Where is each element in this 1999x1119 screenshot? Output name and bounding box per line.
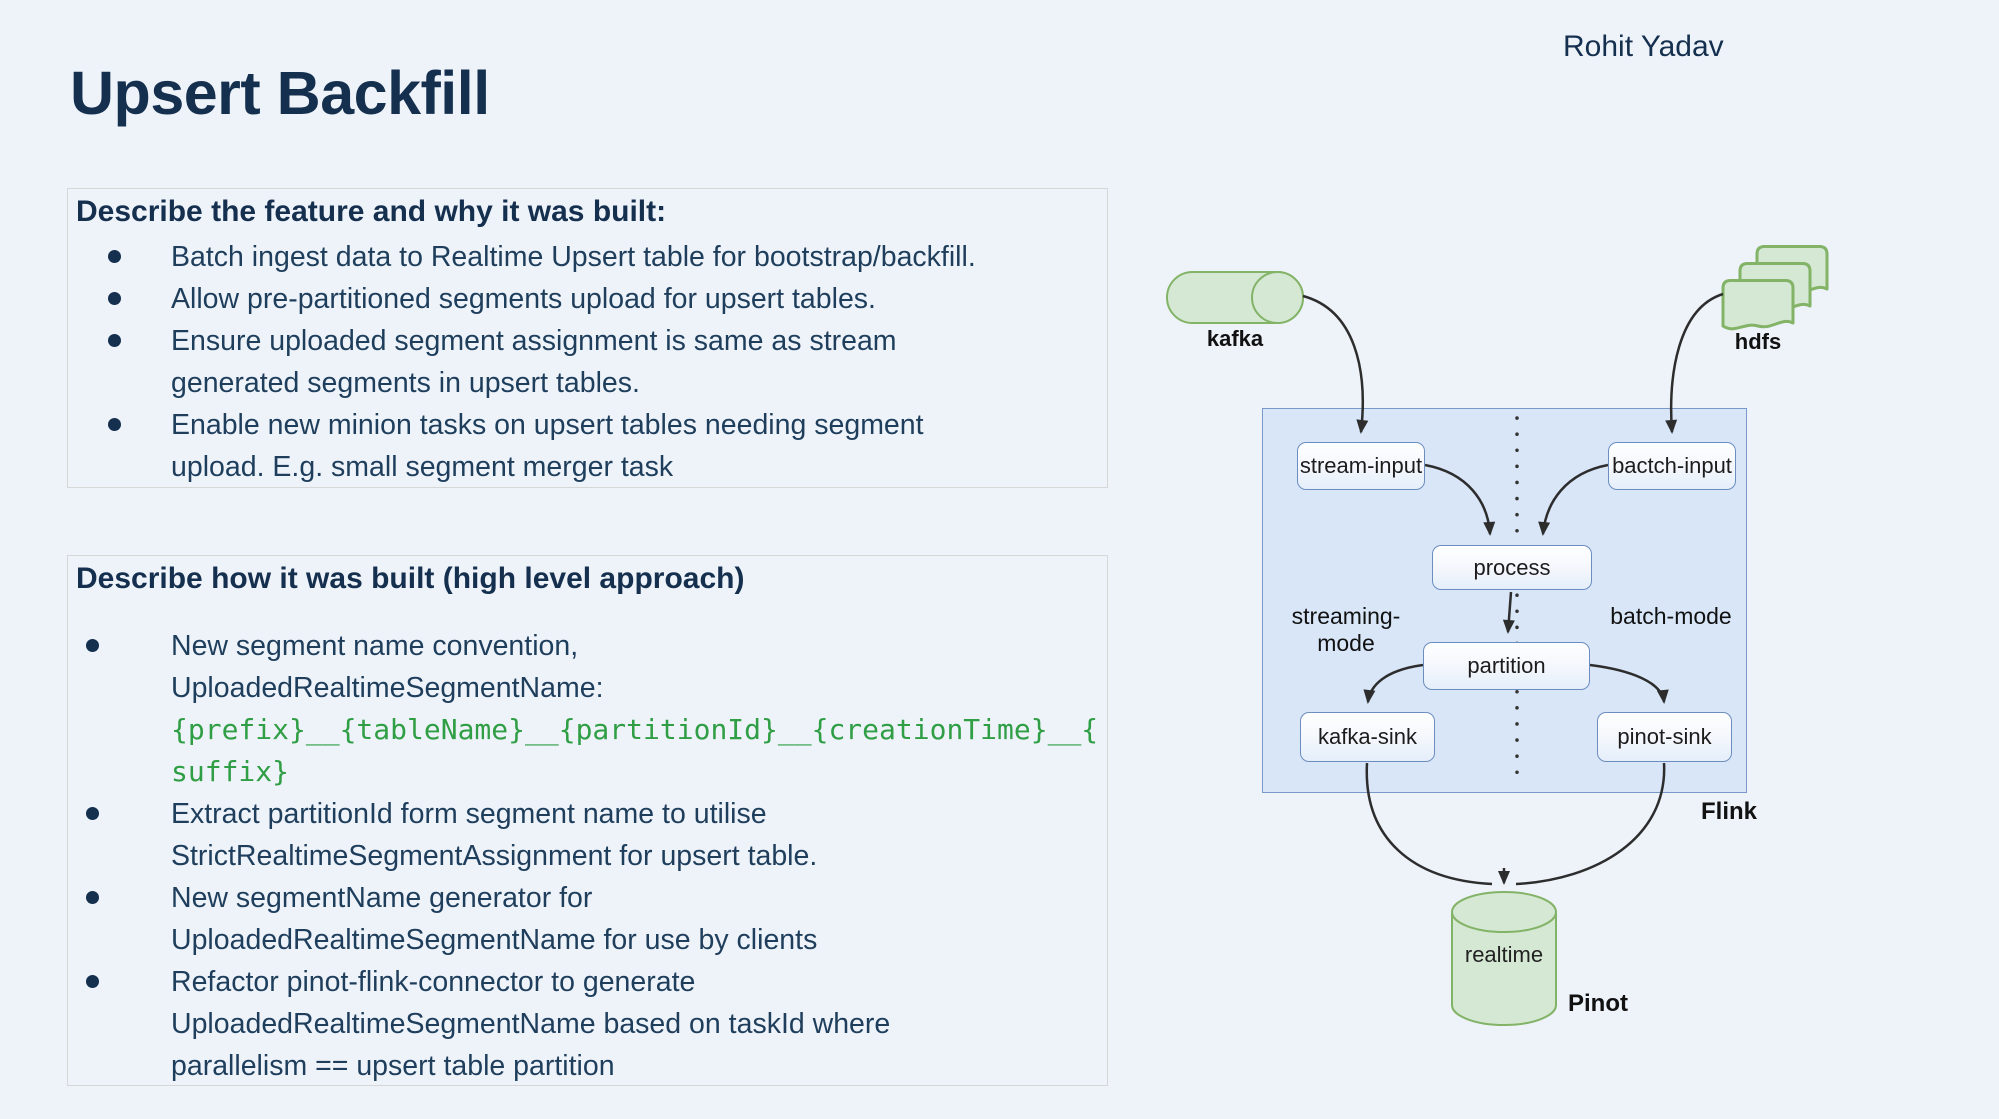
bullet-text: Ensure uploaded segment assignment is sa…: [171, 325, 897, 399]
bullet-text: Refactor pinot-flink-connector to genera…: [171, 966, 891, 1082]
edge-partition-to-pinot-sink: [1589, 663, 1669, 704]
bullet-text: Extract partitionId form segment name to…: [171, 798, 818, 872]
realtime-db-label: realtime: [1464, 942, 1544, 967]
diagram-edges-and-shapes: [1166, 245, 1829, 1026]
author-name: Rohit Yadav: [1563, 30, 1724, 63]
approach-box-header: Describe how it was built (high level ap…: [76, 562, 745, 595]
edge-hdfs-to-batch-input: [1665, 292, 1724, 434]
kafka-label: kafka: [1206, 326, 1264, 351]
list-item: Ensure uploaded segment assignment is sa…: [68, 320, 1107, 404]
pinot-label: Pinot: [1568, 990, 1628, 1017]
edge-stream-input-to-process: [1424, 463, 1496, 536]
edge-partition-to-kafka-sink: [1363, 663, 1424, 704]
node-partition: partition: [1423, 642, 1590, 690]
pinot-realtime-db-icon: [1451, 891, 1557, 1026]
flink-pinot-flow-diagram: stream-input bactch-input process partit…: [1130, 230, 1900, 1060]
approach-description-box: Describe how it was built (high level ap…: [67, 555, 1108, 1086]
flink-label: Flink: [1701, 798, 1758, 825]
hdfs-label: hdfs: [1734, 329, 1782, 354]
list-item: Batch ingest data to Realtime Upsert tab…: [68, 236, 1107, 278]
edge-batch-input-to-process: [1538, 463, 1609, 536]
segment-name-code: {prefix}__{tableName}__{partitionId}__{c…: [171, 713, 1099, 788]
feature-box-header: Describe the feature and why it was buil…: [76, 195, 667, 228]
bullet-text: New segmentName generator for UploadedRe…: [171, 882, 818, 956]
list-item: Refactor pinot-flink-connector to genera…: [68, 961, 1107, 1087]
hdfs-documents-icon: [1721, 245, 1829, 331]
edge-process-to-partition: [1502, 591, 1515, 634]
bullet-text: Allow pre-partitioned segments upload fo…: [171, 283, 876, 315]
list-item: Enable new minion tasks on upsert tables…: [68, 404, 1107, 488]
page-title: Upsert Backfill: [70, 59, 490, 127]
node-kafka-sink: kafka-sink: [1300, 712, 1435, 762]
feature-description-box: Describe the feature and why it was buil…: [67, 188, 1108, 488]
node-stream-input: stream-input: [1297, 442, 1425, 490]
bullet-text: Batch ingest data to Realtime Upsert tab…: [171, 241, 976, 273]
edge-pinot-sink-to-realtime: [1515, 762, 1666, 886]
node-process: process: [1432, 545, 1592, 590]
list-item: Allow pre-partitioned segments upload fo…: [68, 278, 1107, 320]
bullet-text: Enable new minion tasks on upsert tables…: [171, 409, 924, 483]
batch-mode-label: batch-mode: [1610, 603, 1732, 629]
bullet-text: New segment name convention, UploadedRea…: [171, 630, 604, 704]
approach-bullet-list: New segment name convention, UploadedRea…: [68, 625, 1107, 1087]
node-batch-input: bactch-input: [1608, 442, 1736, 490]
list-item: Extract partitionId form segment name to…: [68, 793, 1107, 877]
list-item: New segmentName generator for UploadedRe…: [68, 877, 1107, 961]
edge-kafka-sink-to-realtime: [1365, 762, 1493, 886]
edge-kafka-to-stream-input: [1302, 294, 1369, 434]
feature-bullet-list: Batch ingest data to Realtime Upsert tab…: [68, 236, 1107, 488]
streaming-mode-label: streaming-mode: [1291, 603, 1401, 656]
kafka-queue-icon: [1166, 271, 1304, 324]
node-pinot-sink: pinot-sink: [1597, 712, 1732, 762]
list-item: New segment name convention, UploadedRea…: [68, 625, 1107, 793]
flow-arrows: [1302, 292, 1724, 886]
